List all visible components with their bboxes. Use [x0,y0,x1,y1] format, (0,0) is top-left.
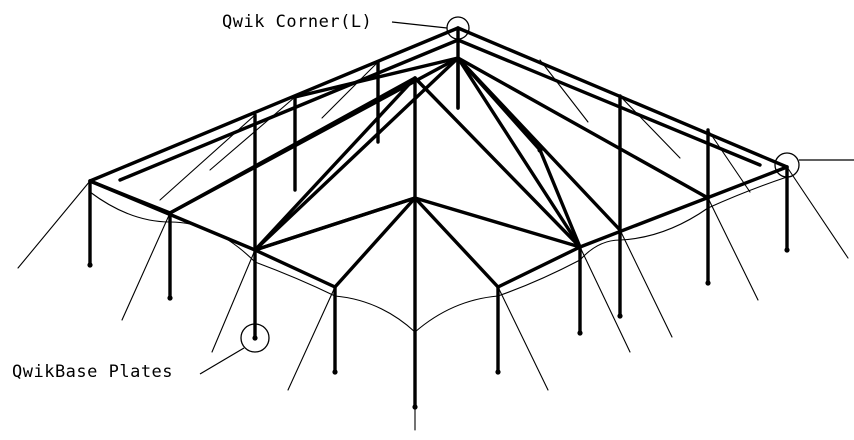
tent-legs [88,56,789,409]
main-rafters [88,26,789,252]
corner-callout: Qwik Corner(L) [222,12,470,40]
baseplate-label: QwikBase Plates [12,362,173,382]
guy-ropes [17,59,849,431]
corner-label: Qwik Corner(L) [222,12,372,32]
fabric-scallops [89,176,788,333]
right-corner-callout [774,152,854,178]
right-corner-ring [774,152,800,178]
secondary-rafters [168,56,710,252]
leg-feet [87,147,790,410]
baseplate-ring [240,323,270,353]
baseplate-callout: QwikBase Plates [12,323,270,382]
